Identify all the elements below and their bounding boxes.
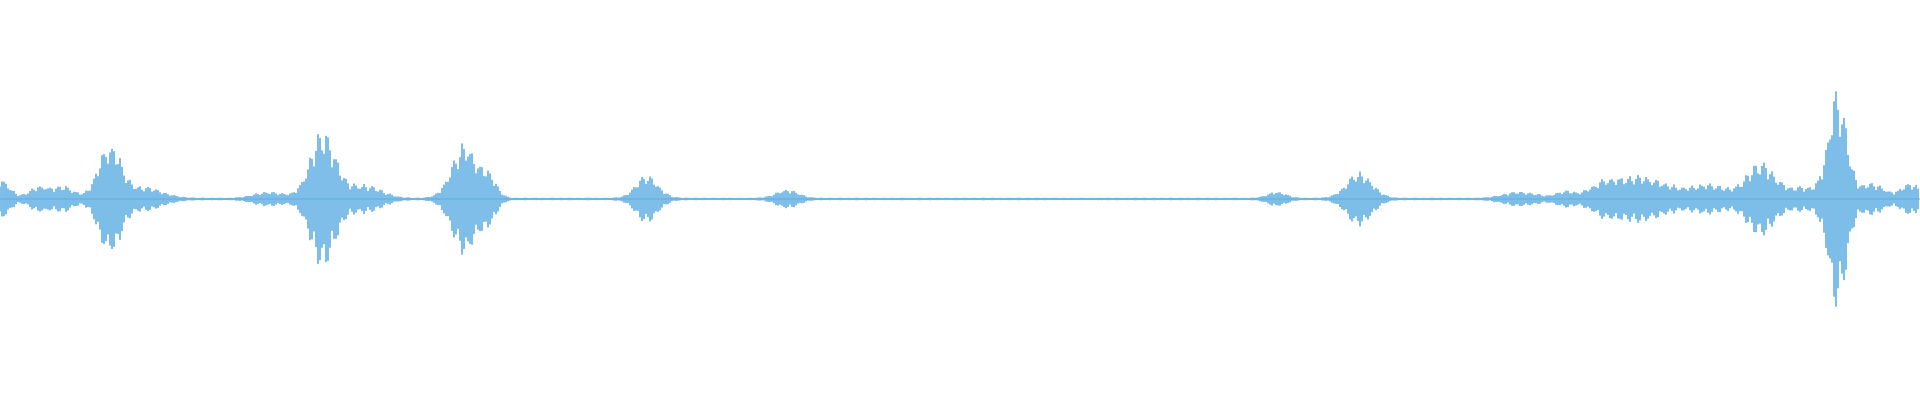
waveform-bars [0, 91, 1919, 307]
